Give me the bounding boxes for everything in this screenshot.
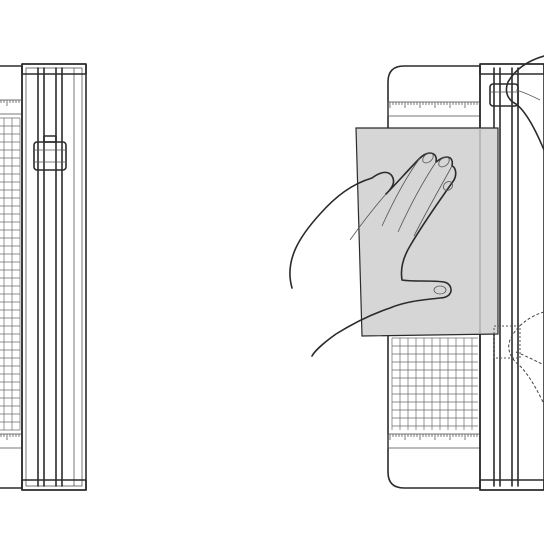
thumbnail — [433, 285, 447, 295]
hand-icon[interactable] — [289, 152, 457, 357]
finger-line — [349, 193, 387, 241]
trimmer-right — [289, 55, 544, 491]
right-rail-bottom-cap — [479, 479, 544, 491]
finger-line — [381, 157, 421, 227]
hand-icon — [508, 311, 544, 405]
finger-line — [397, 161, 437, 233]
cutting-blade-icon[interactable] — [489, 83, 519, 107]
trimmer-left-rail-inner — [25, 67, 83, 487]
right-rail-top-cap — [479, 63, 544, 75]
ruler-ticks-right-bottom — [389, 434, 478, 440]
cutting-blade-icon[interactable] — [33, 135, 67, 171]
cutting-blade-icon[interactable] — [493, 325, 521, 359]
trimmer-left-base — [0, 65, 23, 489]
rail-top-cap — [21, 63, 87, 75]
trimmer-right-base — [387, 65, 481, 489]
hand-icon[interactable] — [505, 55, 544, 151]
paper-sheet[interactable] — [355, 127, 499, 337]
fingernail — [442, 181, 454, 191]
fingernail — [438, 156, 450, 168]
rail-bottom-cap — [21, 479, 87, 491]
trimmer-left-grid — [0, 117, 21, 431]
finger-line — [515, 351, 543, 365]
ruler-ticks-right-top — [389, 102, 478, 108]
trimmer-right-grid — [391, 337, 478, 430]
trimmer-left — [0, 63, 87, 491]
trimmer-left-rail-frame — [21, 63, 87, 491]
ruler-ticks-left-top — [0, 100, 20, 106]
finger-line — [413, 165, 453, 237]
finger-line — [515, 89, 541, 101]
fingernail — [422, 152, 434, 164]
ruler-ticks-left-bottom — [0, 434, 20, 440]
